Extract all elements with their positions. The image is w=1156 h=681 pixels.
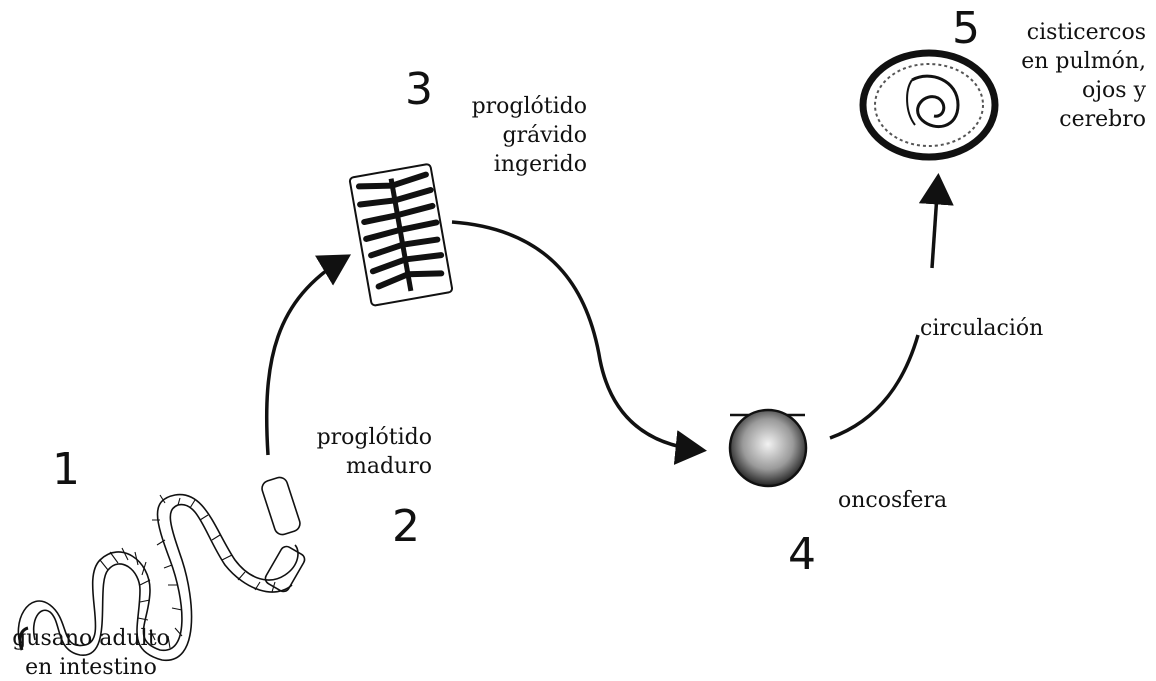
stage-4-number: 4 [788,533,816,577]
cyst-wall [863,53,995,157]
detached-segment-2 [260,475,302,536]
arrow-3-to-4 [452,222,700,450]
stage-1-caption-line-1: gusano adulto [6,624,176,653]
stage-1-caption: gusano adulto en intestino [6,624,176,681]
stage-2-number: 2 [392,505,420,549]
stage-5-caption-line-2: en pulmón, [1000,47,1146,76]
stage-5-caption-line-1: cisticercos [1000,18,1146,47]
arrow-4-to-5 [830,335,918,438]
stage-3-number: 3 [405,68,433,112]
cysticercus-illustration [863,53,995,157]
oncosphere-illustration [730,410,806,486]
stage-1-number: 1 [52,448,80,492]
stage-5-number: 5 [952,7,980,51]
stage-5-caption-line-4: cerebro [1000,105,1146,134]
stage-2-caption-line-1: proglótido [300,423,432,452]
stage-3-caption: proglótido grávido ingerido [455,92,587,179]
stage-3-caption-line-3: ingerido [455,150,587,179]
stage-5-caption-line-3: ojos y [1000,76,1146,105]
gravid-proglottid-illustration [349,164,452,306]
stage-2-caption: proglótido maduro [300,423,432,481]
stage-4-caption: oncosfera [838,486,947,515]
oncosphere-body [730,410,806,486]
arrow-circulation-up [932,180,938,268]
stage-5-caption: cisticercos en pulmón, ojos y cerebro [1000,18,1146,134]
circulation-label: circulación [920,314,1043,343]
stage-3-caption-line-1: proglótido [455,92,587,121]
stage-1-caption-line-2: en intestino [6,653,176,681]
detached-segment-1 [263,544,307,593]
stage-3-caption-line-2: grávido [455,121,587,150]
stage-2-caption-line-2: maduro [300,452,432,481]
stage-4-caption-line-1: oncosfera [838,486,947,515]
